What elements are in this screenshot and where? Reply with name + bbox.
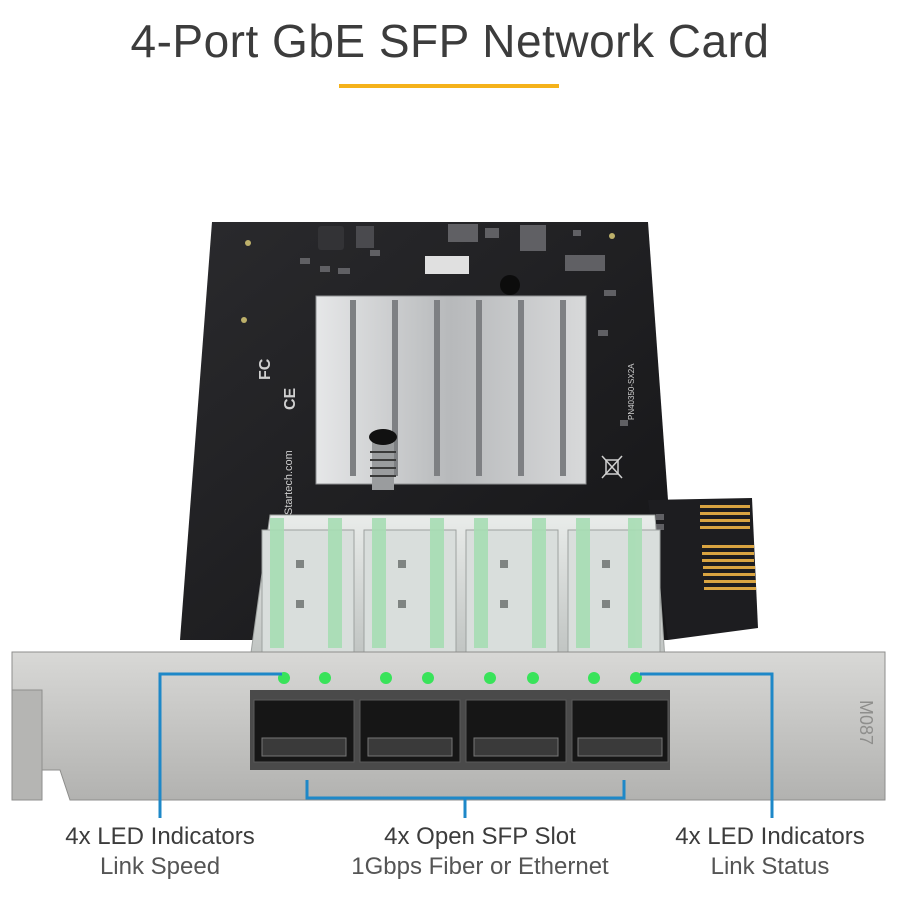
callout-middle-heading: 4x Open SFP Slot: [384, 823, 576, 850]
weee-bin-icon: [601, 455, 623, 479]
led-link-status-2: [422, 672, 434, 684]
led-link-status-1: [319, 672, 331, 684]
gold-edge-contacts: [700, 505, 756, 590]
led-link-status-4: [630, 672, 642, 684]
bracket-code: M087: [856, 700, 876, 745]
part-number: PN40350-SX2A: [627, 363, 636, 420]
callout-right-subheading: Link Status: [710, 853, 830, 880]
callout-left-heading: 4x LED Indicators: [65, 823, 255, 850]
callout-left-subheading: Link Speed: [99, 853, 221, 880]
sfp-port-openings: [250, 690, 670, 770]
brand-logo: Startech.com: [283, 450, 295, 515]
led-link-status-3: [527, 672, 539, 684]
page-title: 4-Port GbE SFP Network Card: [130, 15, 770, 67]
heatsink: [315, 295, 587, 490]
callout-line-right: [640, 672, 774, 818]
ce-mark: CE: [282, 387, 299, 410]
title-underline: [339, 84, 559, 88]
callout-right: 4x LED Indicators Link Status: [650, 822, 890, 882]
callout-line-left: [158, 672, 282, 818]
fc-mark: FC: [257, 358, 274, 380]
heatsink-pushpin: [369, 429, 397, 490]
callout-left: 4x LED Indicators Link Speed: [40, 822, 280, 882]
callout-middle: 4x Open SFP Slot 1Gbps Fiber or Ethernet: [330, 822, 630, 882]
callout-middle-subheading: 1Gbps Fiber or Ethernet: [351, 853, 609, 880]
callout-lines: [158, 672, 774, 818]
sfp-cages: [249, 514, 666, 661]
led-link-speed-2: [380, 672, 392, 684]
led-link-speed-3: [484, 672, 496, 684]
led-link-speed-4: [588, 672, 600, 684]
led-indicators: [278, 672, 642, 684]
callout-right-heading: 4x LED Indicators: [675, 823, 865, 850]
network-card-illustration: FC CE Startech.com PN40350-SX2A: [11, 222, 886, 818]
